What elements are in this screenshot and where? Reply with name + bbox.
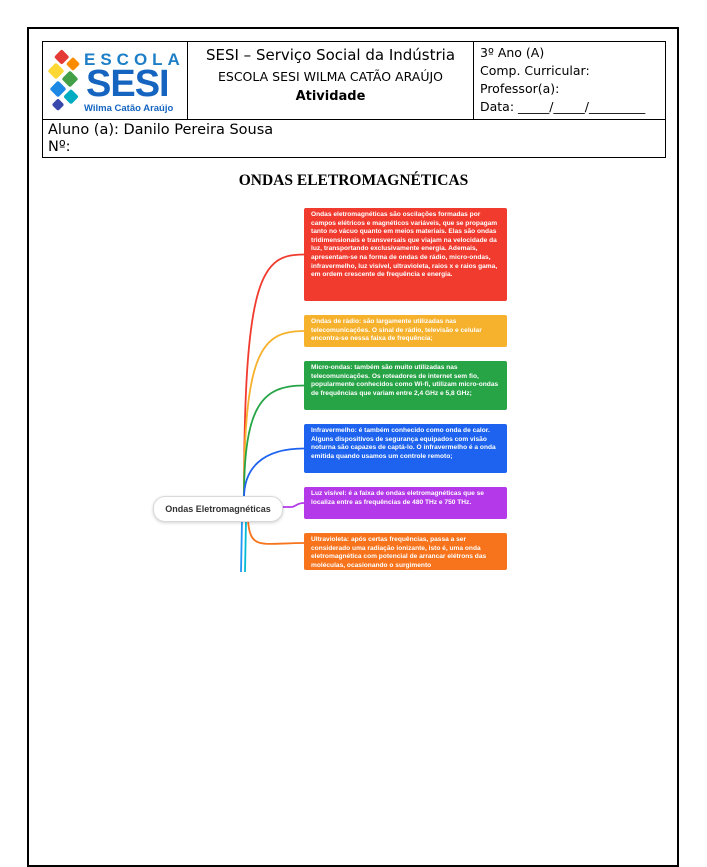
- connector-node-microwaves: [243, 384, 305, 499]
- logo-cell: ESCOLA SESI Wilma Catão Araújo: [43, 42, 188, 119]
- connector-node-infrared: [243, 447, 305, 499]
- student-number: Nº:: [48, 139, 71, 155]
- connector-node-ultraviolet: [247, 519, 305, 545]
- institution-title: SESI – Serviço Social da Indústria: [205, 46, 456, 64]
- student-row: Aluno (a): Danilo Pereira Sousa Nº:: [43, 119, 665, 157]
- mindmap-root-node: Ondas Eletromagnéticas: [153, 496, 283, 522]
- title-cell: SESI – Serviço Social da Indústria ESCOL…: [188, 42, 474, 119]
- node-visible-light: Luz visível: é a faixa de ondas eletroma…: [304, 487, 507, 519]
- date-field: Data: _____/_____/_________: [480, 99, 646, 114]
- meta-cell: 3º Ano (A) Comp. Curricular: Professor(a…: [474, 42, 665, 119]
- subject-field: Comp. Curricular:: [480, 63, 590, 78]
- node-infrared: Infravermelho: é também conhecido como o…: [304, 424, 507, 473]
- school-logo: ESCOLA SESI Wilma Catão Araújo: [46, 47, 186, 115]
- teacher-field: Professor(a):: [480, 81, 560, 96]
- school-name: ESCOLA SESI WILMA CATÃO ARAÚJO: [218, 69, 443, 84]
- connector-lower-branch-1: [244, 519, 247, 573]
- connector-node-definition: [243, 253, 305, 499]
- node-radio-waves: Ondas de rádio: são largamente utilizada…: [304, 315, 507, 347]
- mindmap-connectors: [240, 253, 305, 573]
- connector-lower-branch-0: [240, 519, 243, 573]
- logo-subtitle: Wilma Catão Araújo: [84, 103, 174, 114]
- activity-label: Atividade: [295, 89, 366, 104]
- connector-node-radio-waves: [243, 330, 305, 499]
- node-definition: Ondas eletromagnéticas são oscilações fo…: [304, 208, 507, 301]
- node-ultraviolet: Ultravioleta: após certas frequências, p…: [304, 533, 507, 570]
- logo-sesi-text: SESI: [86, 63, 170, 105]
- connector-node-visible-light: [281, 502, 305, 508]
- logo-escola-text: ESCOLA: [84, 50, 185, 69]
- logo-mark-icon: [48, 50, 80, 111]
- header-table: ESCOLA SESI Wilma Catão Araújo SESI – Se…: [42, 41, 666, 158]
- student-name: Aluno (a): Danilo Pereira Sousa: [48, 122, 274, 138]
- node-microwaves: Micro-ondas: também são muito utilizadas…: [304, 361, 507, 410]
- grade-field: 3º Ano (A): [480, 45, 545, 60]
- document-title: ONDAS ELETROMAGNÉTICAS: [238, 172, 469, 189]
